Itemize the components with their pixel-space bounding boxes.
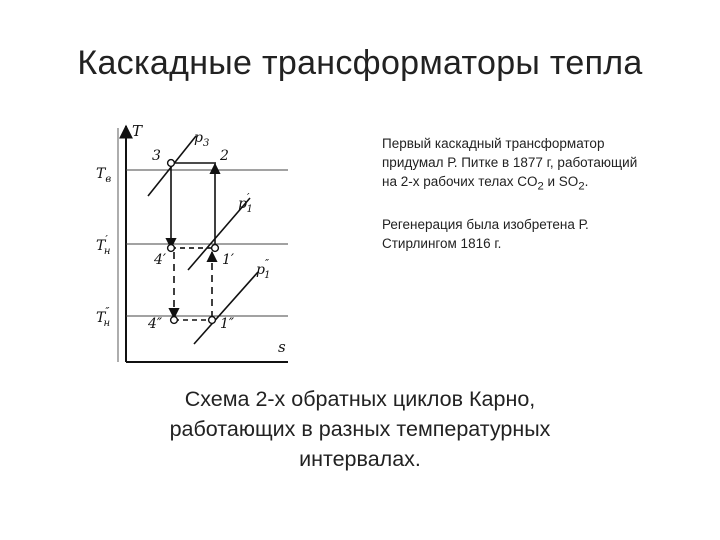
point-4b-label: 4″ <box>147 316 163 332</box>
note-regeneration-paragraph: Регенерация была изобретена Р. Стирлинго… <box>382 216 589 251</box>
point-4b-marker <box>169 315 179 325</box>
point-4a-marker <box>166 243 176 253</box>
label-tn1: T′н <box>96 233 110 257</box>
point-1b-label: 1″ <box>220 316 235 332</box>
label-p3: p3 <box>194 130 209 149</box>
label-p1a: p′1 <box>238 191 253 215</box>
diagram-caption: Схема 2-х обратных циклов Карно, работаю… <box>110 384 610 474</box>
axis-s-label: s <box>278 338 286 356</box>
slide-title: Каскадные трансформаторы тепла <box>77 44 643 82</box>
point-1b-marker <box>207 315 217 325</box>
axis-t-label: T <box>132 122 143 140</box>
note-history-paragraph: Первый каскадный трансформатор придумал … <box>382 136 638 193</box>
point-1a-label: 1′ <box>222 252 235 268</box>
notes-panel: Первый каскадный трансформатор придумал … <box>382 134 646 271</box>
label-tv: Tв <box>96 166 111 185</box>
isobar-p1a <box>187 197 251 271</box>
label-p1b: p″1 <box>256 257 270 281</box>
point-2-label: 2 <box>219 148 229 164</box>
point-3-marker <box>166 158 176 168</box>
point-4a-label: 4′ <box>153 252 167 268</box>
point-1a-marker <box>210 243 220 253</box>
label-tn2: T″н <box>96 305 110 329</box>
caption-line-1: Схема 2-х обратных циклов Карно, <box>184 387 536 411</box>
caption-line-3: интервалах. <box>299 447 421 471</box>
point-3-label: 3 <box>152 148 161 164</box>
caption-line-2: работающих в разных температурных <box>169 417 551 441</box>
carnot-ts-diagram: T s Tв T′н T″н p3 p′1 p″1 3 2 4′ 1′ 4″ 1… <box>96 122 288 363</box>
isobar-p1b <box>193 271 259 345</box>
